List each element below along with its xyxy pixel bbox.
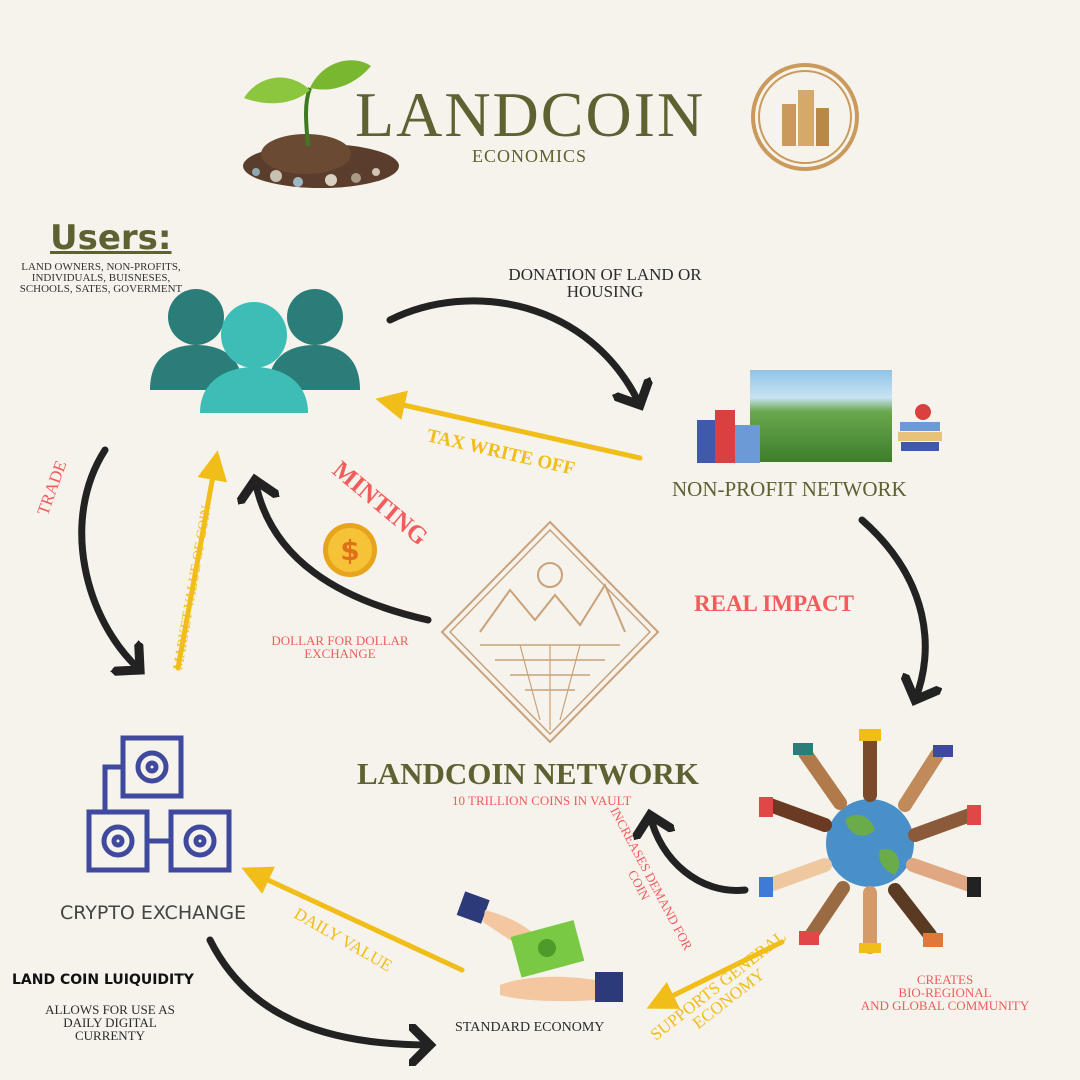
vault-label: 10 TRILLION COINS IN VAULT	[452, 793, 632, 808]
liquidity-title: LAND COIN LUIQUIDITY	[12, 972, 194, 988]
crypto-exchange-label: CRYPTO EXCHANGE	[60, 902, 247, 924]
trade-arrow	[78, 446, 140, 670]
page-subtitle: ECONOMICS	[472, 146, 588, 166]
blockchain-icon	[86, 735, 232, 873]
supports-economy-arrow	[646, 939, 785, 1009]
donation-label: DONATION OF LAND OR HOUSING	[508, 265, 702, 301]
increases-demand-arrow	[650, 815, 749, 894]
svg-text:$: $	[340, 534, 359, 567]
page-title: LANDCOIN	[355, 79, 706, 150]
liquidity-description: ALLOWS FOR USE AS DAILY DIGITAL CURRENTY	[45, 1002, 175, 1043]
cash-exchange-icon	[456, 891, 623, 1002]
non-profit-image	[750, 370, 892, 462]
users-group-icon	[150, 289, 360, 413]
landscape-emblem	[440, 520, 660, 744]
houses-icon	[697, 410, 760, 463]
dollar-exchange-label: DOLLAR FOR DOLLAR EXCHANGE	[271, 633, 409, 661]
tax-write-off-arrow	[375, 390, 643, 461]
non-profit-label: NON-PROFIT NETWORK	[672, 477, 907, 501]
community-hands-icon	[759, 729, 981, 954]
real-impact-arrow	[858, 516, 925, 700]
books-icon	[898, 404, 942, 451]
real-impact-label: REAL IMPACT	[694, 591, 854, 616]
daily-value-arrow	[241, 866, 465, 973]
sprout-logo	[243, 60, 399, 188]
building-seal-icon	[751, 63, 859, 171]
users-heading: Users:	[50, 218, 172, 258]
coin-icon: $	[323, 523, 377, 577]
donation-arrow	[386, 297, 640, 405]
standard-economy-label: STANDARD ECONOMY	[455, 1020, 605, 1035]
users-description: LAND OWNERS, NON-PROFITS, INDIVIDUALS, B…	[19, 261, 183, 295]
minting-arrow	[255, 480, 432, 624]
liquidity-arrow	[206, 936, 430, 1045]
landcoin-network-label: LANDCOIN NETWORK	[357, 756, 699, 791]
community-label: CREATES BIO-REGIONAL AND GLOBAL COMMUNIT…	[860, 972, 1030, 1013]
market-value-arrow	[175, 450, 228, 671]
